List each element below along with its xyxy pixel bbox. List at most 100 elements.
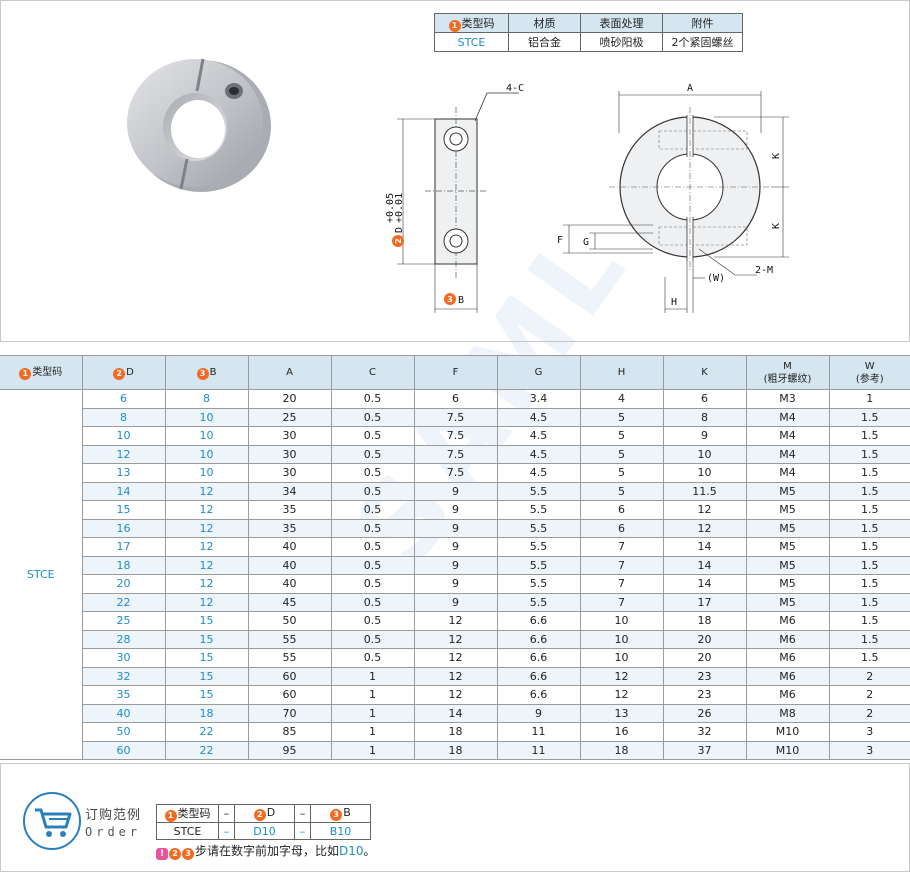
table-cell: 6.6 [496, 611, 581, 631]
table-cell: 40 [247, 537, 332, 557]
table-cell: 10 [662, 463, 747, 483]
table-cell: 12 [164, 481, 249, 501]
label-k-bottom: K [771, 223, 782, 229]
marker-1: 1 [448, 19, 461, 32]
side-view-drawing: 4-C 2 D +0.05 +0.01 3 B [385, 83, 524, 313]
table-cell: 1.5 [828, 500, 910, 520]
table-cell: 30 [81, 648, 166, 668]
table-cell: 12 [81, 444, 166, 464]
front-view-drawing: A K K F G 2-M [557, 83, 789, 313]
order-subtitle: Order [85, 825, 142, 839]
table-cell: 1.5 [828, 407, 910, 427]
table-cell: 15 [164, 685, 249, 705]
order-type-value: STCE [156, 822, 219, 840]
table-cell: M4 [745, 426, 830, 446]
type-cell: STCE [0, 389, 83, 760]
table-cell: 6 [413, 389, 498, 409]
table-cell: 8 [164, 389, 249, 409]
table-cell: 5.5 [496, 555, 581, 575]
table-cell: 0.5 [330, 537, 415, 557]
table-cell: 28 [81, 629, 166, 649]
table-cell: M5 [745, 537, 830, 557]
table-cell: 0.5 [330, 611, 415, 631]
table-cell: 3.4 [496, 389, 581, 409]
table-cell: 9 [496, 703, 581, 723]
table-cell: 35 [81, 685, 166, 705]
table-cell: 55 [247, 629, 332, 649]
table-cell: 60 [247, 666, 332, 686]
table-cell: 8 [662, 407, 747, 427]
table-cell: 2 [828, 685, 910, 705]
label-k-top: K [771, 153, 782, 159]
cart-icon [23, 792, 81, 850]
table-cell: 10 [579, 611, 664, 631]
table-cell: 5.5 [496, 500, 581, 520]
marker-3-side: 3 [447, 295, 453, 304]
table-cell: 1.5 [828, 574, 910, 594]
table-cell: 5.5 [496, 574, 581, 594]
order-d-value: D10 [234, 822, 295, 840]
product-photo [127, 58, 271, 192]
table-cell: 17 [662, 592, 747, 612]
spec-material-value: 铝合金 [508, 32, 581, 52]
table-cell: 10 [81, 426, 166, 446]
table-cell: 4.5 [496, 407, 581, 427]
table-cell: 4.5 [496, 444, 581, 464]
spec-accessory-value: 2个紧固螺丝 [662, 32, 743, 52]
tol-minus: +0.01 [394, 193, 405, 223]
table-cell: 7.5 [413, 426, 498, 446]
table-cell: 0.5 [330, 444, 415, 464]
table-cell: 12 [164, 574, 249, 594]
table-cell: 18 [579, 740, 664, 760]
table-cell: 7 [579, 537, 664, 557]
table-cell: 0.5 [330, 648, 415, 668]
col-h: H [579, 355, 664, 390]
table-cell: 11 [496, 740, 581, 760]
table-cell: 1.5 [828, 555, 910, 575]
table-cell: M6 [745, 666, 830, 686]
table-cell: 6.6 [496, 666, 581, 686]
table-cell: 18 [81, 555, 166, 575]
spec-header-accessory: 附件 [662, 13, 743, 33]
table-cell: 34 [247, 481, 332, 501]
table-cell: 20 [247, 389, 332, 409]
col-f: F [413, 355, 498, 390]
spec-surface-value: 喷砂阳极 [580, 32, 663, 52]
table-cell: 17 [81, 537, 166, 557]
table-cell: 2 [828, 666, 910, 686]
table-cell: 6 [81, 389, 166, 409]
table-cell: 12 [413, 685, 498, 705]
table-cell: 14 [413, 703, 498, 723]
table-cell: 18 [413, 722, 498, 742]
label-h: H [671, 297, 677, 308]
table-cell: 0.5 [330, 426, 415, 446]
marker-2-side: 2 [394, 238, 403, 244]
table-cell: 8 [81, 407, 166, 427]
table-cell: 15 [164, 648, 249, 668]
table-cell: M3 [745, 389, 830, 409]
table-cell: M5 [745, 481, 830, 501]
table-cell: 85 [247, 722, 332, 742]
table-cell: 0.5 [330, 481, 415, 501]
table-cell: 10 [164, 444, 249, 464]
exclamation-icon: ! [156, 848, 168, 860]
table-cell: 1.5 [828, 648, 910, 668]
table-cell: M5 [745, 555, 830, 575]
table-cell: 1.5 [828, 481, 910, 501]
table-cell: 1.5 [828, 518, 910, 538]
table-cell: 1.5 [828, 592, 910, 612]
table-cell: 9 [413, 518, 498, 538]
